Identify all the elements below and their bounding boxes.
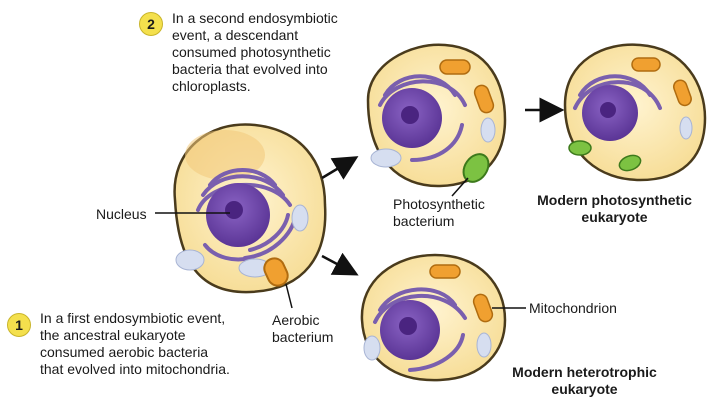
chloroplast (568, 140, 592, 156)
step-1-badge: 1 (7, 313, 31, 337)
mitochondrion (439, 59, 471, 75)
er-swirls (196, 168, 298, 262)
chloroplast (618, 154, 642, 172)
mitochondrion (472, 293, 494, 323)
mitochondrion-label: Mitochondrion (529, 300, 617, 316)
photosynthetic-leader (451, 177, 469, 197)
nucleus-label: Nucleus (96, 206, 147, 222)
ancestral-eukaryote-cell (173, 123, 327, 294)
mitochondrion (473, 84, 495, 114)
descendant-cell (366, 43, 507, 188)
step-2-badge: 2 (139, 12, 163, 36)
modern-heterotrophic-label: Modern heterotrophic eukaryote (512, 364, 657, 397)
arrow-to-descendant (321, 156, 359, 180)
nucleolus (225, 201, 243, 219)
modern-photosynthetic-label: Modern photosynthetic eukaryote (537, 192, 692, 225)
aerobic-bacterium-shape (263, 257, 289, 287)
step-1-text: In a first endosymbiotic event, the ance… (40, 310, 230, 377)
aerobic-leader (285, 283, 293, 309)
modern-heterotrophic-cell (360, 253, 507, 382)
photosynthetic-bacterium-shape (462, 153, 490, 183)
aerobic-bacterium-label: Aerobic bacterium (272, 312, 334, 345)
photosynthetic-bacterium-label: Photosynthetic bacterium (393, 196, 485, 229)
step-2-text: In a second endosymbiotic event, a desce… (172, 10, 338, 94)
modern-photosynthetic-cell (563, 43, 707, 182)
arrow-to-heterotroph (321, 252, 359, 276)
